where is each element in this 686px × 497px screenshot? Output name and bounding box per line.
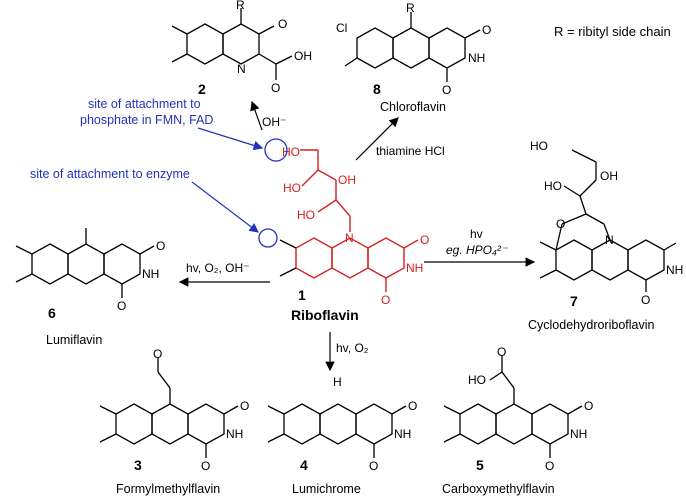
compound-8-structure <box>344 12 481 82</box>
atom-O-5b: O <box>584 399 593 413</box>
compound-3-name: Formylmethylflavin <box>116 482 220 496</box>
cond-to-8: thiamine HCl <box>376 144 445 158</box>
compound-3-number: 3 <box>134 457 142 473</box>
arrow-to-2 <box>250 100 263 131</box>
cond-to-7b: eg. HPO₄²⁻ <box>446 243 509 257</box>
compound-3-structure <box>99 358 239 458</box>
compound-4-name: Lumichrome <box>292 482 361 496</box>
riboflavin-methyls <box>279 239 297 277</box>
atom-NH-8: NH <box>468 51 485 65</box>
compound-7-name: Cyclodehydroriboflavin <box>528 318 655 332</box>
atom-O-4a: O <box>408 399 417 413</box>
atom-O-3a: O <box>153 347 162 361</box>
compound-6-name: Lumiflavin <box>46 333 102 347</box>
compound-4-structure <box>267 403 407 458</box>
atom-O-2a: O <box>278 17 287 31</box>
atom-O-3c: O <box>201 459 210 473</box>
compound-2-number: 2 <box>198 81 206 97</box>
cond-to-4: hv, O₂ <box>336 341 369 355</box>
compound-8-name: Chloroflavin <box>380 100 446 114</box>
atom-R-2: R <box>236 0 245 12</box>
atom-O-6a: O <box>156 239 165 253</box>
arrow-to-8 <box>355 117 399 161</box>
atom-HO-7b: HO <box>544 179 562 193</box>
atom-NH-6: NH <box>142 267 159 281</box>
atom-NH-5: NH <box>570 427 587 441</box>
compound-1-name: Riboflavin <box>291 307 359 323</box>
riboflavin-side-chain <box>300 149 351 232</box>
atom-NH-7: NH <box>666 263 683 277</box>
compound-5-name: Carboxymethylflavin <box>442 482 555 496</box>
enzyme-site-circle <box>258 228 278 248</box>
atom-N-2: N <box>237 62 246 76</box>
phosphate-site-circle <box>264 138 288 162</box>
atom-HO-1b: HO <box>283 181 301 195</box>
compound-7-number: 7 <box>570 293 578 309</box>
atom-HO-7a: HO <box>530 139 548 153</box>
note-phosphate-line1: site of attachment to <box>88 97 201 111</box>
atom-N-1: N <box>345 231 354 245</box>
atom-O-5c: O <box>545 459 554 473</box>
atom-OH-1: OH <box>338 173 356 187</box>
atom-HO-5: HO <box>468 373 486 387</box>
atom-O-8b: O <box>442 83 451 97</box>
atom-O-1a: O <box>420 233 429 247</box>
compound-1-number: 1 <box>298 287 306 303</box>
atom-O-8a: O <box>482 23 491 37</box>
note-enzyme: site of attachment to enzyme <box>30 167 190 181</box>
cond-to-2: OH⁻ <box>262 115 286 129</box>
cond-to-7a: hv <box>470 227 483 241</box>
compound-2-structure <box>171 8 293 80</box>
atom-O-5a: O <box>497 345 506 359</box>
compound-6-structure <box>15 228 155 298</box>
atom-O-1b: O <box>381 293 390 307</box>
atom-NH-1: NH <box>406 261 423 275</box>
atom-OH-2: OH <box>294 49 312 63</box>
r-definition: R = ribityl side chain <box>554 24 671 39</box>
atom-NH-3: NH <box>226 427 243 441</box>
atom-O-4b: O <box>369 459 378 473</box>
atom-O-2b: O <box>271 81 280 95</box>
atom-O-7ring: O <box>556 217 565 231</box>
cond-to-6: hv, O₂, OH⁻ <box>186 261 249 275</box>
atom-OH-7: OH <box>600 169 618 183</box>
compound-8-number: 8 <box>373 81 381 97</box>
compound-7-structure <box>539 149 677 292</box>
atom-R-8: R <box>406 1 415 15</box>
atom-O-6b: O <box>117 299 126 313</box>
atom-H-4: H <box>333 375 342 389</box>
atom-O-7b: O <box>641 293 650 307</box>
atom-HO-1c: HO <box>297 208 315 222</box>
riboflavin-ring-system <box>295 237 419 292</box>
compound-5-number: 5 <box>476 457 484 473</box>
atom-N-7: N <box>605 233 614 247</box>
atom-O-3b: O <box>240 399 249 413</box>
compound-6-number: 6 <box>48 305 56 321</box>
compound-5-structure <box>443 356 583 458</box>
note-enzyme-arrow <box>191 181 259 233</box>
atom-Cl-8: Cl <box>336 21 347 35</box>
note-phosphate-line2: phosphate in FMN, FAD <box>80 113 213 127</box>
compound-4-number: 4 <box>300 457 308 473</box>
note-phosphate-arrow <box>197 127 264 151</box>
atom-NH-4: NH <box>394 427 411 441</box>
